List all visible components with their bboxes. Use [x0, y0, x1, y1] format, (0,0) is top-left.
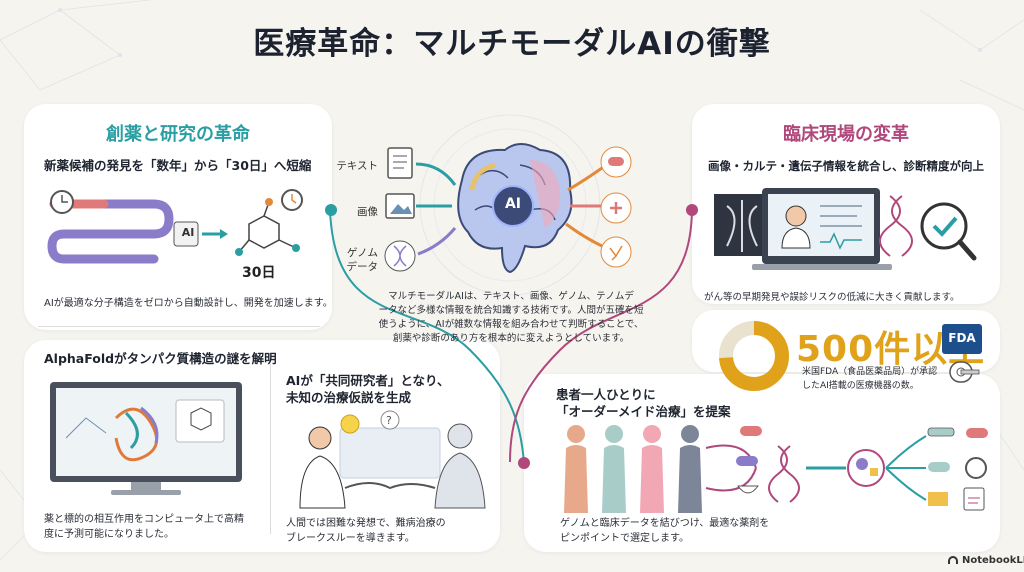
center-text-4: 創薬や診断のあり方を根本的に変えようとしています。: [392, 333, 630, 344]
monitor-illustration: [50, 382, 242, 495]
timeline-illustration: [47, 189, 303, 264]
protein-structure: [114, 406, 159, 462]
image-icon: [385, 193, 415, 219]
left-section-heading: 創薬と研究の革命: [106, 124, 250, 145]
diagnosis-title: 画像・カルテ・遺伝子情報を統合し、診断精度が向上: [708, 159, 984, 173]
lightbulb-icon: [340, 414, 360, 434]
footer-brand: NotebookLM: [962, 555, 1024, 566]
magnifier-icon: [920, 202, 968, 250]
center-text-2: ータなど多様な情報を統合知識する技術です。人間が五確を短: [378, 305, 644, 316]
brain-illustration: [384, 114, 632, 296]
dna-icon: [384, 240, 416, 272]
notebooklm-logo-icon: [948, 556, 958, 564]
co-researcher-desc-1: 人間では困難な発想で、難病治療の: [286, 518, 446, 529]
right-section-heading: 臨床現場の変革: [783, 124, 909, 145]
fda-desc-2: したAI搭載の医療機器の数。: [802, 381, 919, 391]
patients-illustration: [564, 425, 988, 513]
personalized-desc-2: ピンポイントで選定します。: [560, 533, 689, 544]
timeline-path: [47, 199, 174, 264]
personalized-title-2: 「オーダーメイド治療」を提案: [556, 404, 731, 419]
capsule-icons: [736, 426, 762, 494]
input-label-genome-2: データ: [346, 261, 379, 273]
personalized-title-1: 患者一人ひとりに: [556, 387, 656, 402]
dna-helix: [879, 195, 913, 257]
scientist-head: [308, 426, 332, 450]
doctor-avatar: [785, 205, 807, 227]
center-text-1: マルチモーダルAIは、テキスト、画像、ゲノム、テノムデ: [388, 291, 634, 302]
input-label-image: 画像: [357, 206, 378, 218]
fda-logo: [942, 324, 982, 354]
input-label-genome-1: ゲノム: [346, 247, 378, 259]
robot-head: [447, 423, 473, 449]
ai-chip-label: AI: [181, 226, 195, 239]
left-top-panel: [24, 104, 332, 330]
stethoscope-icon: [965, 457, 987, 479]
svg-text:?: ?: [386, 414, 392, 427]
patient-figures: [564, 425, 702, 513]
pill-icon-2: [966, 428, 988, 438]
alphafold-desc-1: 薬と標的の相互作用をコンピュータ上で高精: [44, 514, 244, 525]
document-icon: [387, 147, 413, 179]
drug-discovery-title: 新薬候補の発見を「数年」から「30日」へ短縮: [44, 158, 312, 173]
dna-helix-2: [768, 445, 800, 503]
personalized-desc-1: ゲノムと臨床データを結びつけ、最適な薬剤を: [560, 518, 770, 529]
thirty-days-label: 30日: [242, 265, 276, 281]
handshake-illustration: ?: [299, 410, 486, 509]
drug-discovery-desc: AIが最適な分子構造をゼロから自動設計し、開発を加速します。: [44, 298, 333, 309]
left-divider: [38, 326, 320, 327]
scanner-icon: [949, 361, 980, 383]
diagnosis-desc: がん等の早期発見や誤診リスクの低減に大きく貢献します。: [704, 292, 960, 303]
co-researcher-title-1: AIが「共同研究者」となり、: [286, 373, 450, 388]
diagnosis-illustration: [714, 188, 977, 270]
question-icon: [380, 410, 400, 430]
fda-donut-chart: [719, 321, 789, 391]
left-bottom-divider: [270, 364, 271, 534]
alphafold-desc-2: 度に予測可能になりました。: [44, 529, 174, 540]
input-label-text: テキスト: [336, 160, 378, 172]
right-bottom-panel: [524, 374, 1000, 552]
page-title: 医療革命：マルチモーダルAIの衝撃: [253, 26, 771, 62]
alphafold-title: AlphaFoldがタンパク質構造の謎を解明: [44, 351, 277, 366]
network-icon: [600, 236, 632, 268]
fda-logo-text: FDA: [948, 331, 976, 345]
brain-ai-label: AI: [504, 196, 522, 212]
co-researcher-desc-2: ブレークスルーを導きます。: [286, 533, 415, 544]
clipboard-icon: [963, 487, 985, 511]
center-text-3: 使うように、AIが雑数な情報を組み合わせて判断することで、: [378, 319, 644, 330]
syringe-icon: [927, 427, 955, 437]
fda-desc-1: 米国FDA（食品医薬品局）が承認: [802, 367, 938, 377]
co-researcher-title-2: 未知の治療仮説を生成: [286, 390, 412, 405]
